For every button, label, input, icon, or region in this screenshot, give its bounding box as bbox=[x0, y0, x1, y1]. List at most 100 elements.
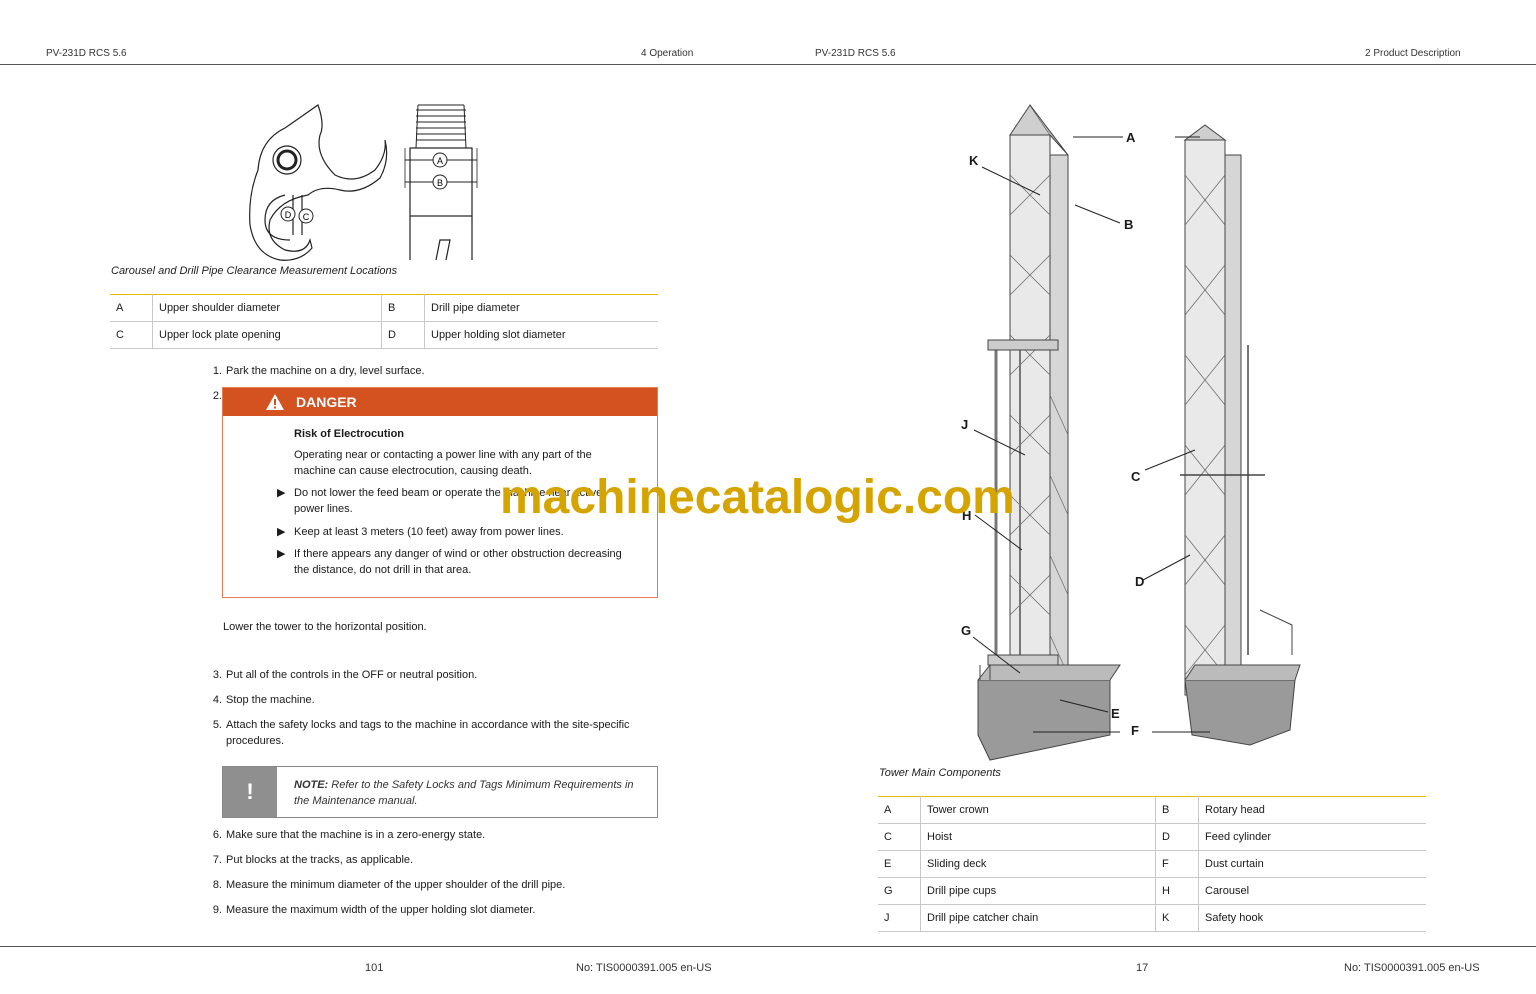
tower-label-k: K bbox=[969, 153, 979, 168]
step-text: Put blocks at the tracks, as applicable. bbox=[226, 854, 414, 866]
legend-value: Upper lock plate opening bbox=[152, 321, 382, 349]
diagram-label-c: C bbox=[303, 212, 310, 222]
tower-label-a: A bbox=[1126, 130, 1136, 145]
note-text: Refer to the Safety Locks and Tags Minim… bbox=[294, 779, 634, 807]
diagram-label-b: B bbox=[437, 178, 443, 188]
right-header-section: 2 Product Description bbox=[1365, 48, 1461, 59]
diagram-label-a: A bbox=[437, 156, 443, 166]
legend-key: D bbox=[381, 321, 425, 349]
legend-key: C bbox=[878, 823, 921, 851]
table-row: J Drill pipe catcher chain K Safety hook bbox=[878, 904, 1426, 932]
left-header-section: 4 Operation bbox=[641, 48, 694, 59]
legend-key: D bbox=[1155, 823, 1199, 851]
legend-key: A bbox=[878, 796, 921, 824]
tower-label-f: F bbox=[1131, 723, 1139, 738]
step-item: 2. bbox=[202, 388, 652, 404]
legend-key: J bbox=[878, 904, 921, 932]
watermark: machinecatalogic.com bbox=[500, 471, 1015, 524]
danger-header: DANGER bbox=[223, 388, 657, 416]
tower-label-d: D bbox=[1135, 574, 1145, 589]
step-text: Park the machine on a dry, level surface… bbox=[226, 365, 425, 377]
step-number: 3. bbox=[212, 669, 222, 681]
legend-key: B bbox=[381, 294, 425, 322]
legend-value: Drill pipe cups bbox=[920, 877, 1156, 905]
danger-bullet: Do not lower the feed beam or operate th… bbox=[294, 487, 603, 515]
exclamation-icon: ! bbox=[223, 767, 277, 817]
table-row: A Upper shoulder diameter B Drill pipe d… bbox=[110, 294, 658, 322]
left-doc-number: No: TIS0000391.005 en-US bbox=[576, 962, 712, 974]
step-item: 3. Put all of the controls in the OFF or … bbox=[202, 667, 652, 683]
after-danger-text: Lower the tower to the horizontal positi… bbox=[223, 621, 427, 633]
right-doc-number: No: TIS0000391.005 en-US bbox=[1344, 962, 1480, 974]
step-text: Measure the minimum diameter of the uppe… bbox=[226, 879, 566, 891]
tower-label-h: H bbox=[962, 508, 972, 523]
legend-value: Tower crown bbox=[920, 796, 1156, 824]
legend-key: K bbox=[1155, 904, 1199, 932]
tower-label-g: G bbox=[961, 623, 972, 638]
legend-value: Dust curtain bbox=[1198, 850, 1426, 878]
danger-subtitle: Risk of Electrocution bbox=[294, 428, 405, 440]
legend-value: Feed cylinder bbox=[1198, 823, 1426, 851]
right-header-title: PV-231D RCS 5.6 bbox=[815, 48, 896, 59]
left-legend-table: A Upper shoulder diameter B Drill pipe d… bbox=[110, 294, 658, 349]
legend-value: Hoist bbox=[920, 823, 1156, 851]
note-label: NOTE: bbox=[294, 779, 329, 791]
legend-value: Carousel bbox=[1198, 877, 1426, 905]
step-text: Attach the safety locks and tags to the … bbox=[226, 719, 630, 747]
tower-label-c: C bbox=[1131, 469, 1141, 484]
legend-key: G bbox=[878, 877, 921, 905]
step-item: 5.Attach the safety locks and tags to th… bbox=[202, 717, 652, 749]
legend-key: E bbox=[878, 850, 921, 878]
tower-label-j: J bbox=[961, 417, 969, 432]
legend-value: Upper shoulder diameter bbox=[152, 294, 382, 322]
step-number: 1. bbox=[212, 365, 222, 377]
tower-label-b: B bbox=[1124, 217, 1134, 232]
left-header-title: PV-231D RCS 5.6 bbox=[46, 48, 127, 59]
step-number: 8. bbox=[212, 879, 222, 891]
carousel-pipe-diagram: A B D C bbox=[249, 104, 478, 261]
note-callout: ! NOTE: Refer to the Safety Locks and Ta… bbox=[222, 766, 658, 818]
table-row: G Drill pipe cups H Carousel bbox=[878, 877, 1426, 905]
legend-key: A bbox=[110, 294, 153, 322]
step-item: 8. Measure the minimum diameter of the up… bbox=[202, 877, 652, 893]
table-row: E Sliding deck F Dust curtain bbox=[878, 850, 1426, 878]
note-content: NOTE: Refer to the Safety Locks and Tags… bbox=[294, 777, 644, 809]
step-text: Measure the maximum width of the upper h… bbox=[226, 904, 536, 916]
step-number: 4. bbox=[212, 694, 222, 706]
left-page-number: 101 bbox=[365, 962, 384, 974]
diagram-label-d: D bbox=[285, 210, 292, 220]
step-number: 9. bbox=[212, 904, 222, 916]
legend-key: C bbox=[110, 321, 153, 349]
danger-title: DANGER bbox=[296, 394, 357, 410]
legend-value: Safety hook bbox=[1198, 904, 1426, 932]
right-figure-caption: Tower Main Components bbox=[879, 767, 1001, 779]
legend-key: F bbox=[1155, 850, 1199, 878]
right-page-number: 17 bbox=[1136, 962, 1149, 974]
legend-key: B bbox=[1155, 796, 1199, 824]
legend-key: H bbox=[1155, 877, 1199, 905]
legend-value: Sliding deck bbox=[920, 850, 1156, 878]
header-rule bbox=[0, 64, 1536, 65]
left-figure-caption: Carousel and Drill Pipe Clearance Measur… bbox=[111, 265, 398, 277]
step-number: 7. bbox=[212, 854, 222, 866]
warning-triangle-icon bbox=[266, 394, 284, 410]
danger-bullet: Keep at least 3 meters (10 feet) away fr… bbox=[294, 526, 564, 538]
bullet-arrow-icon: ▶ bbox=[277, 487, 286, 499]
table-row: C Upper lock plate opening D Upper holdi… bbox=[110, 321, 658, 349]
step-number: 2. bbox=[212, 390, 222, 402]
danger-intro: Operating near or contacting a power lin… bbox=[294, 449, 592, 477]
table-row: A Tower crown B Rotary head bbox=[878, 796, 1426, 824]
table-row: C Hoist D Feed cylinder bbox=[878, 823, 1426, 851]
tower-illustration bbox=[972, 104, 1301, 761]
step-number: 6. bbox=[212, 829, 222, 841]
step-text: Put all of the controls in the OFF or ne… bbox=[226, 669, 478, 681]
step-item: 1. Park the machine on a dry, level surfa… bbox=[202, 363, 652, 379]
danger-callout: DANGER Risk of Electrocution Operating n… bbox=[222, 387, 658, 598]
step-text: Stop the machine. bbox=[226, 694, 315, 706]
tower-label-e: E bbox=[1111, 706, 1120, 721]
step-item: 7. Put blocks at the tracks, as applicabl… bbox=[202, 852, 652, 868]
right-legend-table: A Tower crown B Rotary head C Hoist D Fe… bbox=[878, 796, 1426, 932]
step-text: Make sure that the machine is in a zero-… bbox=[226, 829, 486, 841]
legend-value: Drill pipe catcher chain bbox=[920, 904, 1156, 932]
danger-bullet: If there appears any danger of wind or o… bbox=[294, 548, 622, 576]
